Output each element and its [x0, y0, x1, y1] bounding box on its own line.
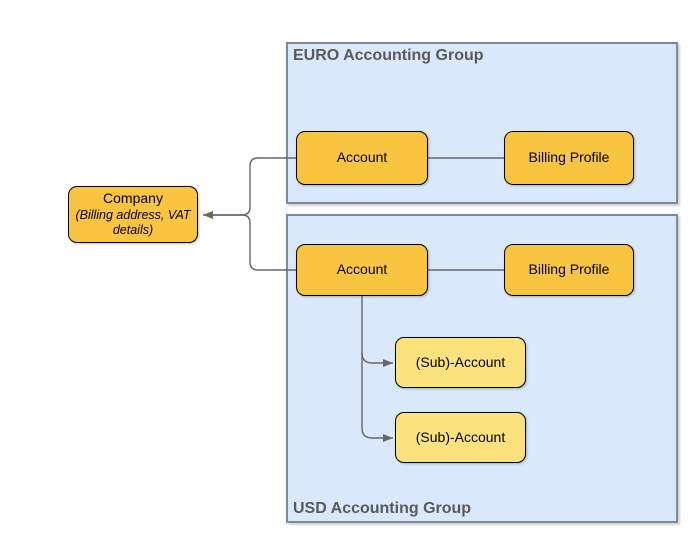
company-node-title: Company: [103, 190, 163, 207]
sub-account-node-1: (Sub)-Account: [395, 337, 526, 388]
euro-group-label: EURO Accounting Group: [293, 47, 484, 64]
usd-billing-profile-node: Billing Profile: [504, 244, 634, 296]
euro-account-label: Account: [336, 149, 388, 166]
company-node-subtitle: (Billing address, VAT details): [75, 207, 191, 238]
usd-group-label: USD Accounting Group: [293, 500, 472, 517]
euro-account-node: Account: [296, 131, 428, 185]
usd-account-node: Account: [296, 244, 428, 296]
connector-usd-account-to-sub-account-1: [361, 352, 393, 367]
usd-account-label: Account: [336, 261, 388, 278]
connector-euro-account-to-company: [203, 157, 296, 219]
usd-billing-profile-label: Billing Profile: [528, 261, 610, 278]
connector-usd-account-to-company: [206, 214, 296, 271]
euro-billing-profile-node: Billing Profile: [504, 131, 634, 185]
connector-usd-account-to-sub-account-2: [361, 296, 393, 442]
sub-account-1-label: (Sub)-Account: [415, 353, 506, 370]
company-node: Company (Billing address, VAT details): [68, 186, 198, 243]
sub-account-2-label: (Sub)-Account: [415, 428, 506, 445]
euro-billing-profile-label: Billing Profile: [528, 149, 610, 166]
sub-account-node-2: (Sub)-Account: [395, 412, 526, 463]
